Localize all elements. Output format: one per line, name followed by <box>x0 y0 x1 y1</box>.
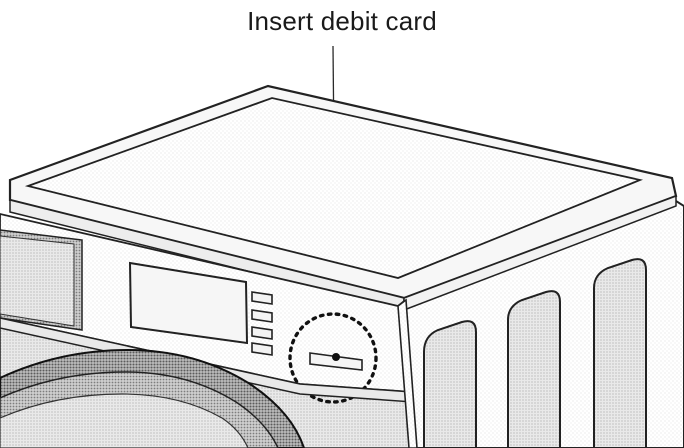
display-window <box>128 261 249 345</box>
control-button <box>251 309 273 323</box>
door-glass <box>0 393 249 448</box>
side-panel-recess <box>423 320 477 448</box>
side-panel-recess <box>507 290 561 448</box>
card-slot <box>309 352 363 371</box>
control-buttons <box>251 291 273 356</box>
callout-label: Insert debit card <box>247 6 437 36</box>
control-button <box>251 342 273 356</box>
console-left-band-inner <box>0 235 75 327</box>
front-corner-post <box>397 298 418 448</box>
control-button <box>251 326 273 340</box>
side-panel-recess <box>593 258 647 448</box>
highlight-circle <box>288 312 378 404</box>
card-slot-dot <box>332 353 340 361</box>
control-button <box>251 291 273 305</box>
top-panel <box>24 97 644 279</box>
